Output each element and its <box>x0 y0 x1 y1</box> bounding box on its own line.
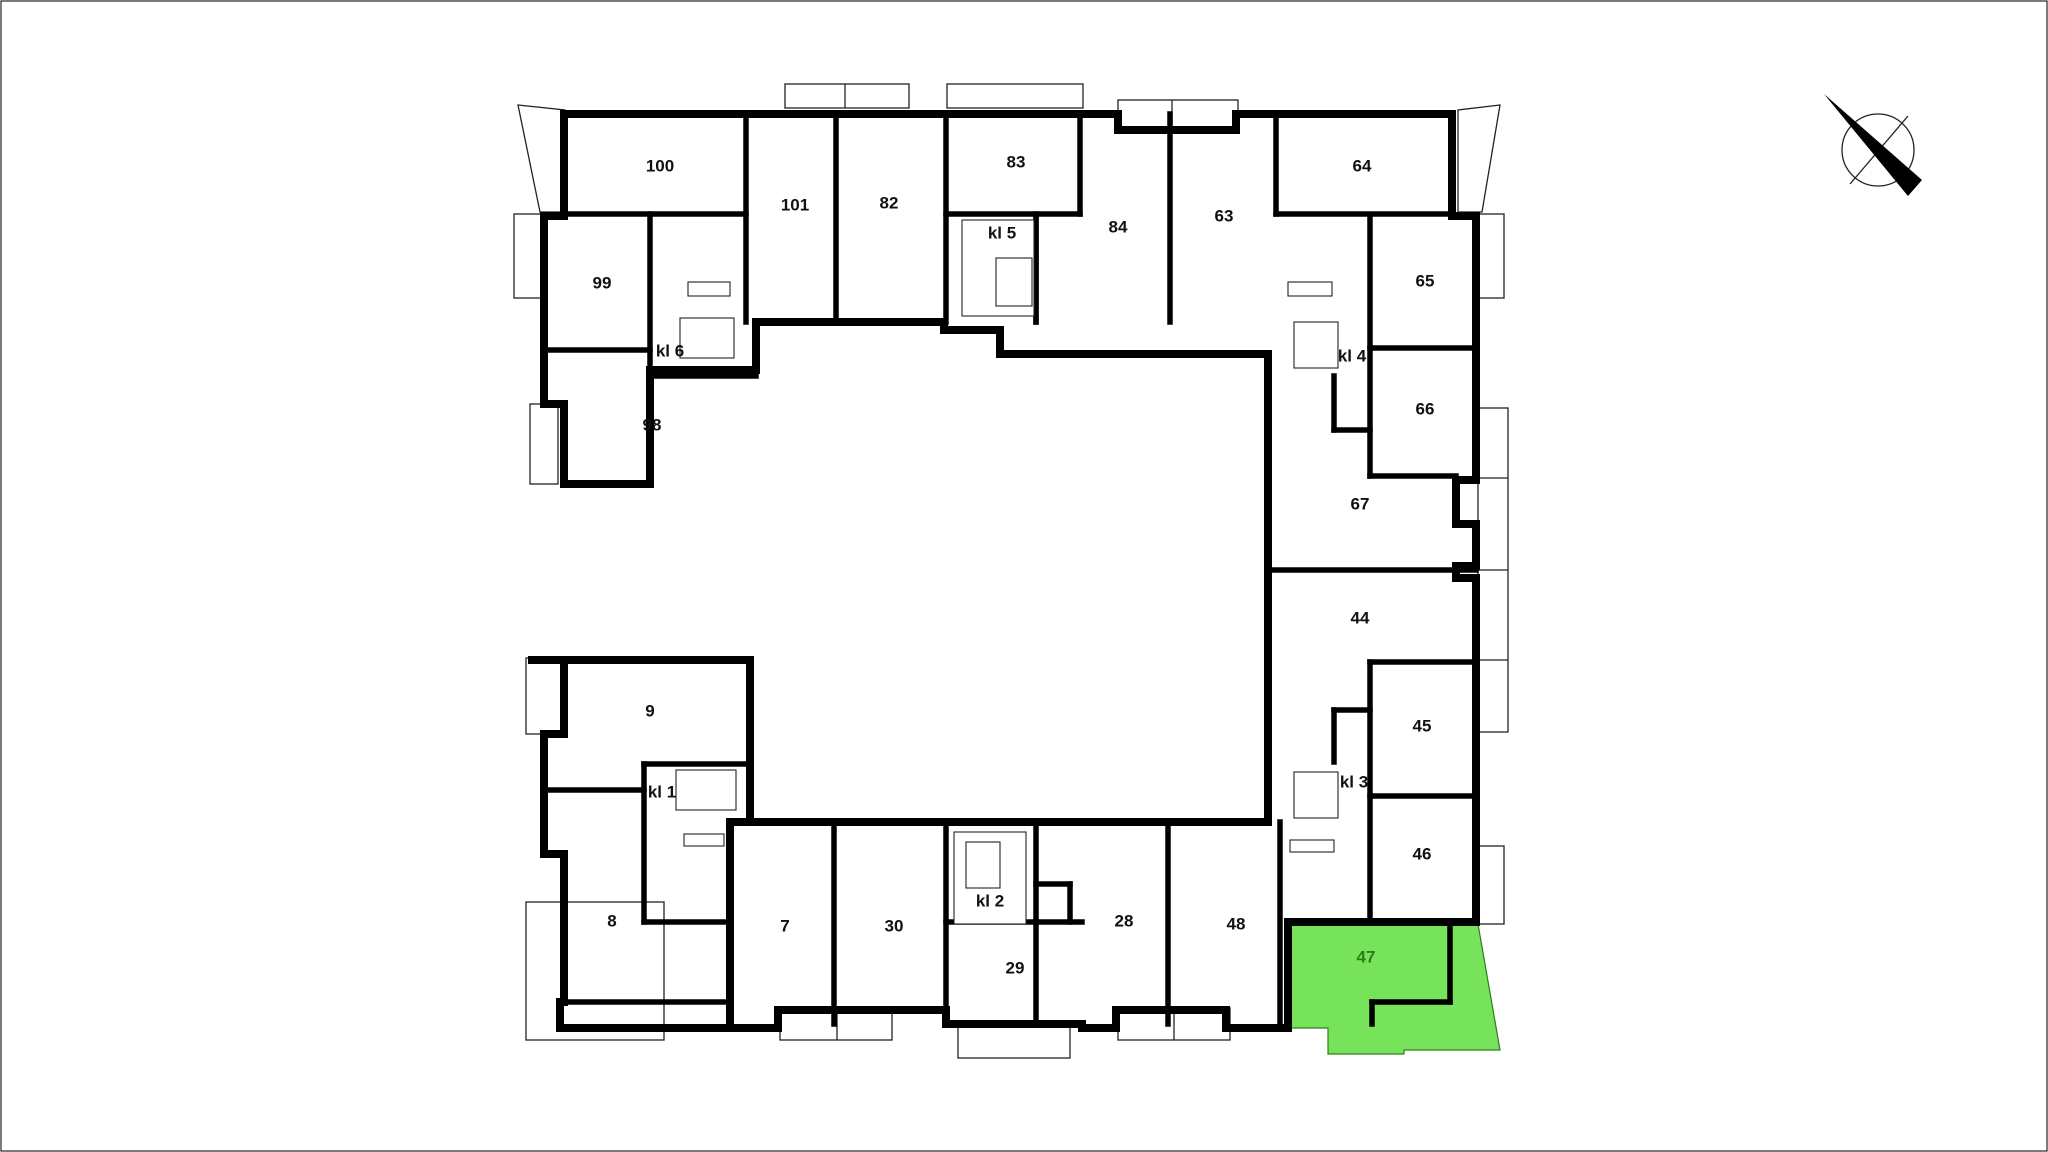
unit-label-29[interactable]: 29 <box>1006 958 1025 977</box>
unit-labels: 100 101 82 83 84 63 64 99 98 65 66 67 44… <box>593 152 1435 977</box>
unit-label-98[interactable]: 98 <box>643 415 662 434</box>
unit-label-63[interactable]: 63 <box>1215 206 1234 225</box>
stairwell-label-kl3: kl 3 <box>1340 772 1368 791</box>
unit-label-101[interactable]: 101 <box>781 195 809 214</box>
stair-graphics <box>675 219 1339 925</box>
unit-label-99[interactable]: 99 <box>593 273 612 292</box>
unit-label-83[interactable]: 83 <box>1007 152 1026 171</box>
unit-label-44[interactable]: 44 <box>1351 608 1370 627</box>
unit-label-30[interactable]: 30 <box>885 916 904 935</box>
unit-label-46[interactable]: 46 <box>1413 844 1432 863</box>
unit-label-47[interactable]: 47 <box>1357 947 1376 966</box>
unit-label-66[interactable]: 66 <box>1416 399 1435 418</box>
stairwell-label-kl6: kl 6 <box>656 341 684 360</box>
unit-label-8[interactable]: 8 <box>607 911 616 930</box>
unit-label-28[interactable]: 28 <box>1115 911 1134 930</box>
unit-label-65[interactable]: 65 <box>1416 271 1435 290</box>
stairwell-label-kl1: kl 1 <box>648 782 676 801</box>
unit-label-100[interactable]: 100 <box>646 156 674 175</box>
unit-label-45[interactable]: 45 <box>1413 716 1432 735</box>
stairwell-label-kl4: kl 4 <box>1338 346 1367 365</box>
unit-label-48[interactable]: 48 <box>1227 914 1246 933</box>
unit-label-64[interactable]: 64 <box>1353 156 1372 175</box>
north-arrow-icon <box>1824 94 1922 196</box>
unit-label-9[interactable]: 9 <box>645 701 654 720</box>
stairwell-label-kl5: kl 5 <box>988 223 1016 242</box>
unit-label-82[interactable]: 82 <box>880 193 899 212</box>
stairwell-labels: kl 1 kl 2 kl 3 kl 4 kl 5 kl 6 <box>648 223 1368 910</box>
interior-walls <box>541 111 1479 1027</box>
stairwell-label-kl2: kl 2 <box>976 891 1004 910</box>
unit-label-7[interactable]: 7 <box>780 916 789 935</box>
unit-47-highlight[interactable] <box>1287 923 1501 1055</box>
unit-label-84[interactable]: 84 <box>1109 217 1128 236</box>
unit-label-67[interactable]: 67 <box>1351 494 1370 513</box>
